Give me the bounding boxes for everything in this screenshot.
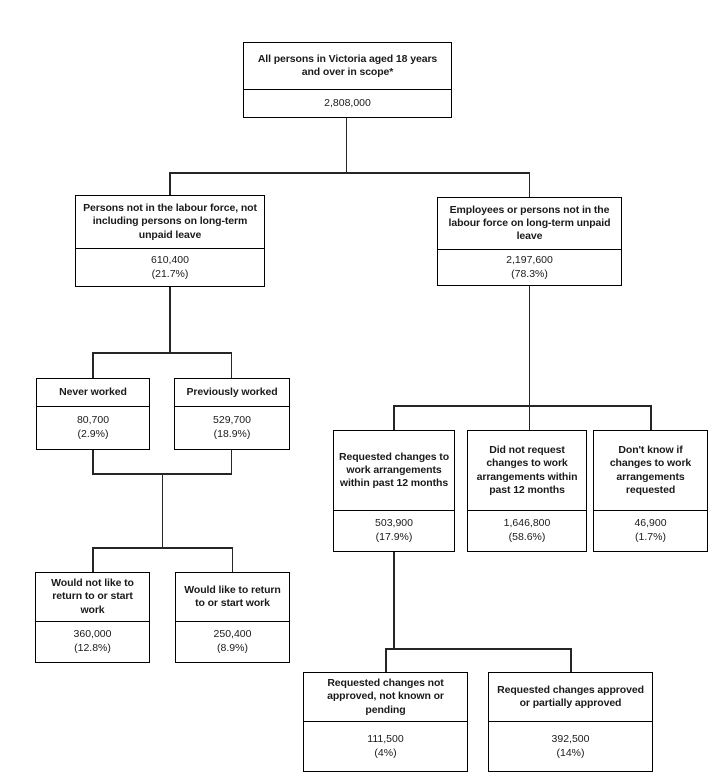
- node-count: 2,808,000: [324, 96, 371, 109]
- node-all-persons: All persons in Victoria aged 18 years an…: [243, 42, 452, 118]
- node-percent: (1.7%): [635, 531, 666, 543]
- node-count: 503,900: [375, 517, 413, 530]
- node-would-not-like-label: Would not like to return to or start wor…: [51, 577, 134, 616]
- node-dont-know-label: Don't know if changes to work arrangemen…: [609, 444, 692, 496]
- node-would-not-like-value-section: 360,000 (12.8%): [36, 621, 149, 662]
- connector-never-down: [92, 450, 94, 474]
- node-previously-worked: Previously worked 529,700 (18.9%): [174, 378, 290, 450]
- node-approved-value-section: 392,500 (14%): [489, 721, 652, 771]
- connector-drop-appr: [570, 648, 572, 673]
- connector-prev-down: [230, 450, 232, 474]
- node-would-like-to-return: Would like to return to or start work 25…: [175, 572, 290, 663]
- node-dont-know-value-section: 46,900 (1.7%): [594, 510, 707, 551]
- node-all-persons-value-section: 2,808,000: [244, 89, 451, 117]
- node-not-approved-value-section: 111,500 (4%): [304, 721, 467, 771]
- node-percent: (17.9%): [375, 531, 413, 543]
- connector-merge-down: [161, 473, 163, 548]
- connector-drop-nilf: [169, 172, 171, 196]
- node-percent: (14%): [556, 746, 585, 759]
- node-requested-changes-value-section: 503,900 (17.9%): [334, 510, 454, 551]
- connector-split-horizontal: [92, 547, 233, 549]
- node-count: 111,500: [367, 732, 404, 745]
- node-count: 1,646,800: [503, 517, 551, 530]
- node-would-like-label: Would like to return to or start work: [184, 583, 281, 609]
- node-percent: (18.9%): [213, 428, 251, 440]
- node-did-not-request-value-section: 1,646,800 (58.6%): [468, 510, 586, 551]
- node-count: 610,400: [151, 253, 189, 266]
- node-did-not-request-changes: Did not request changes to work arrangem…: [467, 430, 587, 552]
- node-changes-not-approved: Requested changes not approved, not know…: [303, 672, 468, 772]
- node-percent: (8.9%): [217, 642, 248, 654]
- node-percent: (58.6%): [508, 531, 546, 543]
- node-did-not-request-label: Did not request changes to work arrangem…: [476, 444, 578, 496]
- node-dont-know-if-requested: Don't know if changes to work arrangemen…: [593, 430, 708, 552]
- node-all-persons-label: All persons in Victoria aged 18 years an…: [257, 52, 438, 78]
- connector-emp-horizontal: [393, 405, 651, 407]
- connector-emp-down: [528, 286, 530, 430]
- node-not-in-labour-force: Persons not in the labour force, not inc…: [75, 195, 265, 287]
- connector-req-horizontal: [385, 648, 571, 650]
- node-employees-value-section: 2,197,600 (78.3%): [438, 249, 621, 285]
- node-previously-worked-label: Previously worked: [186, 385, 278, 398]
- node-would-not-like-to-return: Would not like to return to or start wor…: [35, 572, 150, 663]
- node-previously-worked-value-section: 529,700 (18.9%): [175, 406, 289, 449]
- node-approved-label: Requested changes approved or partially …: [497, 683, 644, 709]
- node-percent: (78.3%): [511, 267, 548, 280]
- node-percent: (4%): [374, 746, 397, 759]
- node-never-worked-label: Never worked: [59, 385, 127, 398]
- node-percent: (12.8%): [74, 642, 111, 654]
- connector-drop-req: [393, 405, 395, 431]
- node-not-approved-label: Requested changes not approved, not know…: [327, 677, 444, 716]
- node-never-worked-value-section: 80,700 (2.9%): [37, 406, 149, 449]
- node-changes-approved: Requested changes approved or partially …: [488, 672, 653, 772]
- connector-drop-wouldnot: [92, 547, 94, 573]
- node-not-in-labour-force-value-section: 610,400 (21.7%): [76, 248, 264, 286]
- node-count: 250,400: [213, 628, 252, 641]
- node-percent: (21.7%): [151, 267, 189, 280]
- connector-drop-prev: [230, 352, 232, 379]
- node-employees-or-long-term-leave: Employees or persons not in the labour f…: [437, 197, 622, 286]
- connector-root-horizontal: [169, 172, 530, 174]
- connector-drop-dk: [650, 405, 652, 431]
- connector-nilf-horizontal: [92, 352, 232, 354]
- connector-req-down: [393, 552, 395, 649]
- connector-root-down: [345, 118, 347, 173]
- node-count: 80,700: [76, 414, 110, 427]
- node-count: 529,700: [213, 414, 251, 427]
- connector-drop-emp: [528, 172, 530, 198]
- node-requested-changes: Requested changes to work arrangements w…: [333, 430, 455, 552]
- node-requested-changes-label: Requested changes to work arrangements w…: [338, 450, 450, 490]
- connector-drop-would: [231, 547, 233, 573]
- node-percent: (2.9%): [77, 428, 109, 440]
- node-never-worked: Never worked 80,700 (2.9%): [36, 378, 150, 450]
- node-count: 392,500: [551, 732, 590, 745]
- node-not-in-labour-force-label: Persons not in the labour force, not inc…: [83, 202, 257, 241]
- node-count: 46,900: [634, 517, 667, 530]
- node-count: 360,000: [73, 628, 112, 641]
- node-count: 2,197,600: [506, 253, 553, 266]
- node-employees-label: Employees or persons not in the labour f…: [448, 203, 611, 243]
- node-would-like-value-section: 250,400 (8.9%): [176, 621, 289, 662]
- connector-drop-never: [92, 352, 94, 379]
- connector-nilf-down: [169, 287, 171, 353]
- connector-drop-notappr: [385, 648, 387, 673]
